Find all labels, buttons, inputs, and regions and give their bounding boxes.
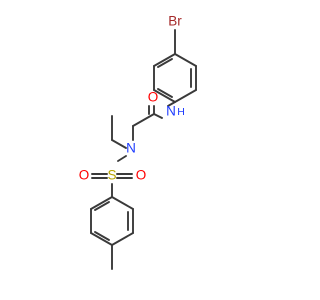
- bond: [167, 101, 176, 107]
- bond: [153, 113, 163, 119]
- bond: [111, 139, 127, 149]
- carbonyl-oxygen-label: O: [148, 90, 159, 105]
- structure-svg: Br N H O N S O O: [79, 14, 197, 270]
- molecule-diagram: Br N H O N S O O: [79, 14, 197, 270]
- bond: [90, 232, 113, 246]
- sulfonyl-oxygen-right-label: O: [136, 168, 147, 183]
- bond: [94, 201, 110, 211]
- bond: [157, 58, 173, 68]
- amide-nitrogen-label: N: [166, 104, 176, 119]
- bond: [111, 232, 134, 246]
- bond: [111, 196, 134, 210]
- bromine-label: Br: [168, 14, 182, 29]
- amide-hydrogen-label: H: [177, 106, 185, 118]
- bond: [174, 53, 197, 67]
- bond: [132, 113, 155, 127]
- sulfur-label: S: [107, 168, 116, 183]
- bond: [117, 155, 127, 162]
- bond: [153, 89, 176, 103]
- bond: [174, 89, 197, 103]
- bond: [94, 231, 110, 241]
- bond: [153, 53, 176, 67]
- bond-layer: [90, 29, 197, 270]
- sulfonamide-nitrogen-label: N: [126, 141, 136, 156]
- sulfonyl-oxygen-left-label: O: [79, 168, 90, 183]
- atom-label-layer: Br N H O N S O O: [79, 14, 185, 183]
- bond: [157, 88, 173, 98]
- bond: [90, 196, 113, 210]
